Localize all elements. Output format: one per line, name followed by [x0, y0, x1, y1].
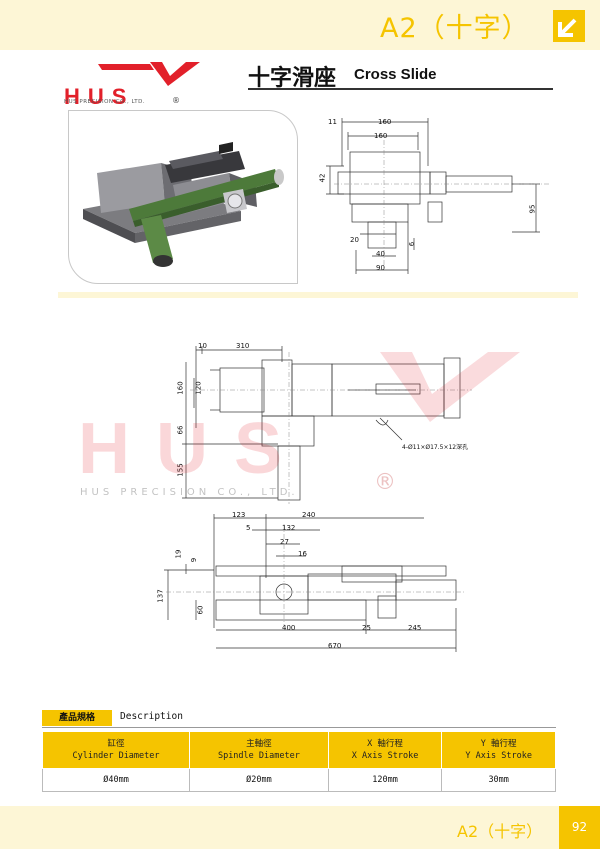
dim-label: 25 — [362, 624, 371, 632]
hole-spec-note: 4-Ø11×Ø17.5×12深孔 — [402, 444, 469, 451]
watermark-wordmark: HUS — [78, 409, 309, 489]
logo-company-name: HUS PRECISION CO., LTD. — [64, 99, 146, 105]
dim-label: 310 — [236, 342, 250, 350]
spec-value-cell: Ø40mm — [41, 768, 191, 792]
spec-value-cell: Ø20mm — [189, 768, 329, 792]
page-title-zh: 十字滑座 — [248, 66, 337, 91]
header-en: Y Axis Stroke — [465, 751, 532, 761]
side-view-drawing: 123 240 5 132 27 16 19 9 137 60 400 25 2… — [156, 508, 476, 658]
dim-label: 120 — [194, 381, 203, 395]
logo-wordmark: HUS — [64, 84, 135, 109]
dim-label: 123 — [232, 511, 246, 519]
dim-label: 160 — [378, 118, 392, 126]
dim-label: 160 — [176, 381, 185, 395]
dim-label: 16 — [298, 550, 307, 558]
dim-label: 60 — [196, 605, 205, 615]
dim-label: 245 — [408, 624, 422, 632]
dim-label: 400 — [282, 624, 296, 632]
page-title-en: Cross Slide — [354, 66, 437, 83]
spec-value-row: Ø40mm Ø20mm 120mm 30mm — [41, 768, 556, 792]
header-en: Spindle Diameter — [217, 751, 300, 761]
arrow-down-left-icon — [553, 10, 585, 42]
header-en: Cylinder Diameter — [72, 751, 160, 761]
dim-label: 90 — [376, 264, 385, 272]
spec-header-cell: 主軸徑 Spindle Diameter — [189, 731, 329, 769]
footer-bar — [0, 806, 600, 849]
watermark-logo — [320, 352, 520, 462]
dim-label: 11 — [328, 118, 337, 126]
spec-value-cell: 30mm — [441, 768, 556, 792]
spec-divider — [42, 727, 556, 728]
footer-model-code: A2（十字） — [457, 822, 543, 841]
header-model-code: A2（十字） — [380, 13, 530, 44]
spec-header-cell: Y 軸行程 Y Axis Stroke — [441, 731, 556, 769]
dim-label: 20 — [350, 236, 359, 244]
dim-label: 670 — [328, 642, 342, 650]
dim-label: 9 — [190, 557, 199, 563]
header-zh: 主軸徑 — [246, 739, 272, 749]
spec-header-cell: 缸徑 Cylinder Diameter — [41, 731, 191, 769]
dim-label: 10 — [198, 342, 207, 350]
hus-logo — [58, 56, 208, 106]
watermark-company-name: HUS PRECISION CO., LTD. — [80, 487, 299, 498]
header-zh: 缸徑 — [107, 739, 125, 749]
dim-label: 240 — [302, 511, 316, 519]
dim-label: 95 — [528, 204, 537, 214]
spec-value-cell: 120mm — [327, 768, 443, 792]
logo-registered-mark: ® — [172, 96, 180, 105]
dim-label: 40 — [376, 250, 385, 258]
dim-label: 132 — [282, 524, 296, 532]
page-number: 92 — [559, 806, 600, 849]
spec-section-desc: Description — [120, 711, 183, 722]
header-zh: X 軸行程 — [367, 739, 403, 749]
dim-label: 27 — [280, 538, 289, 546]
title-underline — [248, 88, 553, 90]
spec-section-label: 產品規格 — [42, 710, 112, 726]
watermark-registered-mark: ® — [374, 470, 396, 495]
spec-header-cell: X 軸行程 X Axis Stroke — [327, 731, 443, 769]
dim-label: 6 — [408, 241, 417, 247]
dim-label: 19 — [174, 549, 183, 559]
product-photo — [68, 110, 298, 284]
divider-band — [58, 292, 578, 298]
plan-view-drawing: 10 310 160 120 66 155 4-Ø11×Ø17.5×12深孔 — [176, 338, 480, 508]
header-en: X Axis Stroke — [351, 751, 419, 761]
dim-label: 42 — [318, 173, 327, 183]
dim-label: 5 — [246, 524, 251, 532]
dim-label: 137 — [156, 589, 165, 603]
header-bar — [0, 0, 600, 50]
header-zh: Y 軸行程 — [480, 739, 517, 749]
dim-label: 160 — [374, 132, 388, 140]
top-view-drawing: 11 160 160 42 95 20 6 40 90 — [300, 110, 560, 290]
